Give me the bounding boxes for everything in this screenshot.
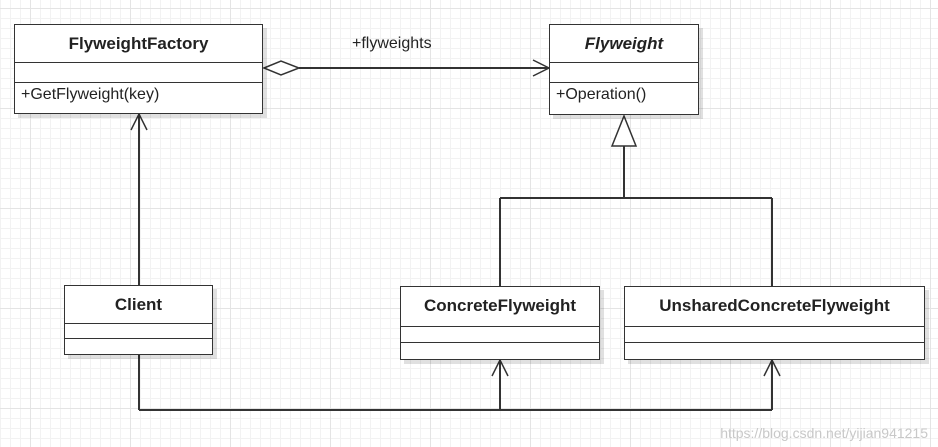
operations-section xyxy=(65,339,212,354)
class-flyweight-factory[interactable]: FlyweightFactory +GetFlyweight(key) xyxy=(14,24,263,114)
attributes-section xyxy=(401,327,599,343)
class-name: Flyweight xyxy=(550,25,698,63)
class-name: UnsharedConcreteFlyweight xyxy=(625,287,924,327)
client-unshared-arrowhead xyxy=(763,358,781,377)
client-flyweights-connector xyxy=(138,354,781,411)
operations-section xyxy=(401,343,599,359)
operations-section xyxy=(625,343,924,359)
attributes-section xyxy=(65,324,212,339)
aggregation-connector xyxy=(262,59,551,77)
attributes-section xyxy=(625,327,924,343)
client-factory-arrowhead xyxy=(130,112,148,131)
generalization-connector xyxy=(499,113,773,286)
class-flyweight[interactable]: Flyweight +Operation() xyxy=(549,24,699,115)
inheritance-triangle xyxy=(610,113,638,147)
client-concrete-arrowhead xyxy=(491,358,509,377)
watermark: https://blog.csdn.net/yijian941215 xyxy=(720,425,928,441)
class-name: Client xyxy=(65,286,212,324)
attributes-section xyxy=(550,63,698,83)
operation-operation: +Operation() xyxy=(556,86,647,103)
attributes-section xyxy=(15,63,262,83)
class-name: FlyweightFactory xyxy=(15,25,262,63)
class-name: ConcreteFlyweight xyxy=(401,287,599,327)
client-factory-connector xyxy=(130,112,148,285)
operation-get-flyweight: +GetFlyweight(key) xyxy=(21,86,160,103)
class-client[interactable]: Client xyxy=(64,285,213,355)
aggregation-diamond xyxy=(262,60,302,76)
class-unshared-concrete-flyweight[interactable]: UnsharedConcreteFlyweight xyxy=(624,286,925,360)
aggregation-label: +flyweights xyxy=(352,35,432,52)
class-concrete-flyweight[interactable]: ConcreteFlyweight xyxy=(400,286,600,360)
